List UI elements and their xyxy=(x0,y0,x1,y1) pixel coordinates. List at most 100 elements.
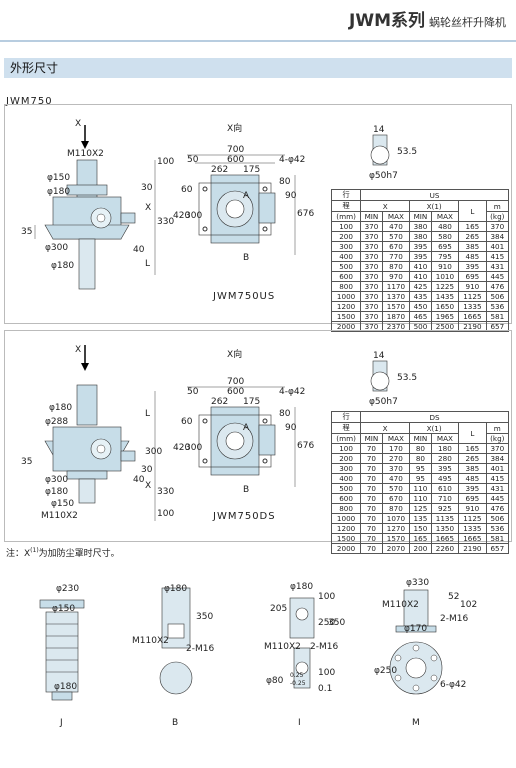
ds-table-cell: 300 xyxy=(330,463,362,474)
us-40: 40 xyxy=(133,245,145,255)
ds-B: B xyxy=(243,485,250,495)
ds-thread-label: M110X2 xyxy=(41,511,78,521)
acc-i-250: 250 xyxy=(318,618,336,628)
drawing-panel-ds: X φ180 φ288 φ300 φ180 φ150 M110X2 35 40 … xyxy=(4,330,512,554)
ds-table-cell: 110 xyxy=(409,493,432,504)
us-table-cell: 370 xyxy=(360,291,383,302)
ds-table-cell: 2260 xyxy=(430,543,460,554)
acc-j-d150: φ150 xyxy=(52,604,76,614)
ds-table-cell: 401 xyxy=(485,463,510,474)
ds-table-cell: MAX xyxy=(381,433,411,444)
ds-600: 600 xyxy=(227,387,245,397)
ds-A: A xyxy=(243,423,250,433)
us-table-cell: 400 xyxy=(330,251,362,262)
us-table-cell: 770 xyxy=(381,251,411,262)
ds-80: 80 xyxy=(279,409,291,419)
ds-table-cell: 180 xyxy=(430,443,460,454)
acc-m-d330: φ330 xyxy=(406,578,430,588)
ds-330: 330 xyxy=(157,487,175,497)
ds-table-cell: 70 xyxy=(360,443,383,454)
ds-table-cell: L xyxy=(458,422,487,444)
ds-table-cell: 581 xyxy=(485,533,510,544)
ds-table-cell: 384 xyxy=(485,453,510,464)
ds-table-cell: 536 xyxy=(485,523,510,534)
ds-table-cell: 165 xyxy=(458,443,487,454)
us-table-cell: 1570 xyxy=(381,301,411,312)
acc-b-name: B xyxy=(172,718,179,728)
series-subtitle: 蜗轮丝杆升降机 xyxy=(429,16,506,29)
us-table-cell: 370 xyxy=(485,221,510,232)
ds-table-cell: 95 xyxy=(409,473,432,484)
acc-i-m: M110X2 xyxy=(264,642,301,652)
acc-m-6hole: 6-φ42 xyxy=(440,680,467,690)
us-d50: φ50h7 xyxy=(369,171,398,181)
accessories-drawing xyxy=(39,587,443,701)
us-caption: JWM750US xyxy=(213,291,276,302)
acc-m-d170: φ170 xyxy=(404,624,428,634)
ds-100: 100 xyxy=(157,509,175,519)
ds-table-cell: 1000 xyxy=(330,513,362,524)
ds-table-cell: 600 xyxy=(330,493,362,504)
ds-table-cell: 70 xyxy=(360,473,383,484)
ds-table-cell: 910 xyxy=(458,503,487,514)
ds-table-cell: 2190 xyxy=(458,543,487,554)
us-table-cell: 450 xyxy=(409,301,432,312)
acc-i-01: 0.1 xyxy=(318,684,333,694)
model-label: JWM750 xyxy=(6,96,53,107)
us-table-cell: (mm) xyxy=(330,211,362,222)
us-330: 330 xyxy=(157,217,175,227)
page-header: JWM系列蜗轮丝杆升降机 xyxy=(0,0,516,40)
us-table-cell: 480 xyxy=(430,221,460,232)
us-B: B xyxy=(243,253,250,263)
note-sup: (1) xyxy=(30,547,39,554)
ds-d300: φ300 xyxy=(45,475,69,485)
ds-table-cell: (kg) xyxy=(485,433,510,444)
us-table-cell: 1500 xyxy=(330,311,362,322)
us-A: A xyxy=(243,191,250,201)
us-table-cell: MAX xyxy=(430,211,460,222)
ds-table-cell: 100 xyxy=(330,443,362,454)
ds-30: 30 xyxy=(141,465,153,475)
us-table-cell: MIN xyxy=(360,211,383,222)
acc-i-100: 100 xyxy=(318,592,336,602)
us-table-cell: 380 xyxy=(409,221,432,232)
us-table-cell: X xyxy=(360,200,411,212)
ds-table-cell: 80 xyxy=(409,443,432,454)
us-table-cell: 600 xyxy=(330,271,362,282)
us-table-cell: 370 xyxy=(360,241,383,252)
ds-table-cell: 265 xyxy=(458,453,487,464)
us-35: 35 xyxy=(21,227,33,237)
ds-table-cell: 670 xyxy=(381,493,411,504)
us-table-cell: 410 xyxy=(409,261,432,272)
us-d180: φ180 xyxy=(47,187,71,197)
us-table-cell: 1010 xyxy=(430,271,460,282)
acc-i-name: I xyxy=(298,718,301,728)
us-table-cell: 1225 xyxy=(430,281,460,292)
ds-table-cell: 70 xyxy=(360,493,383,504)
acc-b-d180: φ180 xyxy=(164,584,188,594)
ds-table-cell: (mm) xyxy=(330,433,362,444)
us-table-cell: 695 xyxy=(430,241,460,252)
us-table-cell: 1665 xyxy=(458,311,487,322)
us-table-cell: 485 xyxy=(458,251,487,262)
us-table-cell: 程 xyxy=(330,200,362,212)
us-table-cell: X(1) xyxy=(409,200,460,212)
us-table-cell: 1965 xyxy=(430,311,460,322)
ds-262: 262 xyxy=(211,397,229,407)
ds-table-cell: X(1) xyxy=(409,422,460,434)
us-table-cell: 401 xyxy=(485,241,510,252)
us-table-cell: 970 xyxy=(381,271,411,282)
acc-b-m16: 2-M16 xyxy=(186,644,215,654)
ds-table-cell: 1270 xyxy=(381,523,411,534)
acc-m-m16: 2-M16 xyxy=(440,614,469,624)
